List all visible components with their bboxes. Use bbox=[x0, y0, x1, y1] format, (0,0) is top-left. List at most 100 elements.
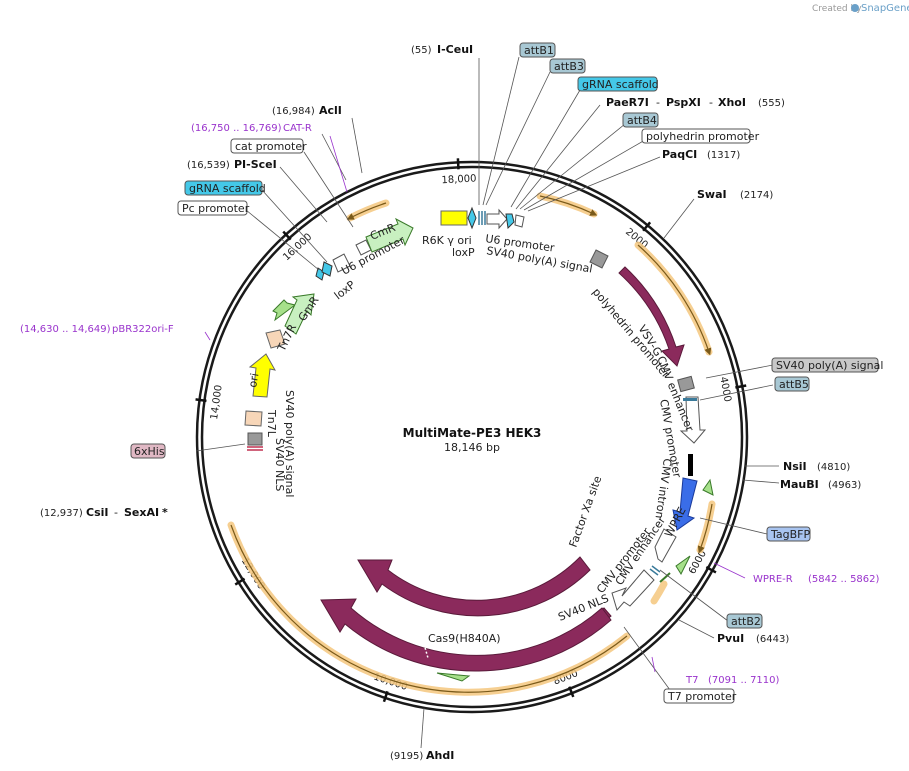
credit-brand: SnapGene bbox=[861, 3, 909, 14]
map-length: 18,146 bp bbox=[444, 441, 500, 454]
t7-promoter-label: T7 promoter bbox=[667, 690, 737, 703]
cat-promoter-badge bbox=[230, 138, 304, 154]
csii-num: (12,937) bbox=[40, 508, 83, 519]
cat-promoter-label: cat promoter bbox=[235, 140, 307, 153]
paer7i-num: (555) bbox=[758, 98, 785, 109]
acli-name: AclI bbox=[319, 104, 342, 117]
tn7r-feature bbox=[265, 329, 286, 349]
tick-mark-1 bbox=[642, 221, 652, 232]
tagbfp-label: TagBFP bbox=[770, 528, 810, 541]
nsii-name: NsiI bbox=[783, 460, 807, 473]
paqci-name: PaqCI bbox=[662, 148, 697, 161]
pc-promoter-badge bbox=[177, 200, 248, 216]
his-badge bbox=[130, 443, 166, 459]
tick-mark-3 bbox=[705, 565, 717, 574]
orf-line bbox=[659, 572, 671, 583]
attb3-badge bbox=[549, 58, 586, 74]
acli-num: (16,984) bbox=[272, 106, 315, 117]
u6-promoter-feature-top bbox=[486, 208, 508, 230]
backbone-outer bbox=[195, 160, 749, 714]
t7-name: T7 bbox=[685, 675, 698, 686]
pvui-num: (6443) bbox=[756, 634, 789, 645]
r6k-ori-feature bbox=[440, 210, 468, 226]
label-sv40-nls-left: SV40 NLS bbox=[273, 438, 286, 491]
label-sv40-left: SV40 poly(A) signal bbox=[283, 390, 296, 497]
paqci-num: (1317) bbox=[707, 150, 740, 161]
ori-feature bbox=[248, 353, 276, 398]
tn7l-feature bbox=[244, 410, 263, 427]
grna-scaffold-feature-left bbox=[321, 261, 333, 277]
grna-scaffold-label-top: gRNA scaffold bbox=[582, 78, 659, 91]
grna-scaffold-badge-top bbox=[577, 76, 658, 92]
swai-name: SwaI bbox=[697, 188, 727, 201]
tick-label-0: 18,000 bbox=[441, 173, 477, 186]
attb3-label: attB3 bbox=[554, 60, 584, 73]
attb1-badge bbox=[519, 42, 556, 58]
orf-arrows bbox=[272, 299, 714, 682]
tick-label-7: 14,000 bbox=[209, 384, 225, 420]
t7-range: (7091 .. 7110) bbox=[708, 675, 780, 686]
snapgene-logo-icon bbox=[851, 4, 859, 12]
polyhedrin-label: polyhedrin promoter bbox=[646, 130, 760, 143]
sexai-star: * bbox=[162, 506, 168, 519]
intron-mark bbox=[688, 454, 693, 476]
pspxi-name: PspXI bbox=[666, 96, 701, 109]
attb2-badge bbox=[726, 613, 763, 629]
cas9-feature bbox=[357, 556, 591, 617]
sv40-pa-feature-top bbox=[514, 214, 525, 228]
svg-text:-: - bbox=[656, 96, 660, 109]
iceu-name: I-CeuI bbox=[437, 43, 473, 56]
tagbfp-feature bbox=[672, 477, 698, 531]
credit-prefix: Created by bbox=[812, 4, 862, 14]
label-loxp-top: loxP bbox=[452, 246, 475, 259]
tick-label-2: 4000 bbox=[717, 376, 733, 403]
attb5-badge bbox=[774, 376, 810, 392]
catr-range: (16,750 .. 16,769) bbox=[191, 123, 282, 134]
cmr-feature bbox=[365, 217, 414, 253]
grna-scaffold-label-left: gRNA scaffold bbox=[189, 182, 266, 195]
nsii-num: (4810) bbox=[817, 462, 850, 473]
sv40-pa-badge-right bbox=[771, 357, 879, 373]
label-factor-xa: Factor Xa site bbox=[567, 474, 605, 549]
u6-promoter-feature-left bbox=[332, 253, 351, 273]
label-cas9-h840a: Cas9(H840A) bbox=[428, 632, 501, 645]
polyhedrin-badge bbox=[641, 128, 751, 144]
wprer-name: WPRE-R bbox=[753, 574, 793, 585]
label-ori: ori bbox=[246, 372, 261, 388]
sv40-pa-label-right: SV40 poly(A) signal bbox=[776, 359, 883, 372]
cmv-promoter-feature-right bbox=[679, 396, 707, 444]
tick-mark-5 bbox=[382, 690, 389, 703]
xhoi-name: XhoI bbox=[718, 96, 746, 109]
vsvg-feature bbox=[618, 266, 685, 367]
gmr-feature bbox=[284, 293, 315, 335]
attb-marks-top bbox=[478, 211, 486, 225]
wpre-feature bbox=[654, 528, 677, 563]
pc-promoter-label: Pc promoter bbox=[182, 202, 250, 215]
label-loxp-left: loxP bbox=[332, 278, 358, 302]
loxp-feature-top bbox=[467, 206, 477, 230]
pbr-name: pBR322ori-F bbox=[112, 324, 174, 335]
catr-name: CAT-R bbox=[283, 123, 312, 134]
tick-mark-6 bbox=[234, 577, 246, 586]
his-label: 6xHis bbox=[134, 445, 165, 458]
sv40-pa-feature-right bbox=[677, 375, 695, 393]
swai-num: (2174) bbox=[740, 190, 773, 201]
leader-lines bbox=[195, 56, 780, 749]
maubi-name: MauBI bbox=[780, 478, 819, 491]
label-cmv-enh-right: CMV enhancer bbox=[654, 354, 696, 433]
paer7i-name: PaeR7I bbox=[606, 96, 649, 109]
cas9-h840a-feature bbox=[320, 598, 612, 672]
attb2-marks bbox=[649, 565, 661, 576]
ahdi-name: AhdI bbox=[426, 749, 454, 762]
pbr-range: (14,630 .. 14,649) bbox=[20, 324, 111, 335]
sv40-pa-feature-left bbox=[247, 432, 263, 446]
tick-mark-4 bbox=[568, 686, 575, 698]
tagbfp-badge bbox=[766, 526, 811, 542]
csii-name: CsiI bbox=[86, 506, 108, 519]
polyhedrin-feature bbox=[589, 249, 609, 269]
svg-text:-: - bbox=[114, 506, 118, 519]
translated-highlight-lines bbox=[230, 195, 713, 693]
wprer-range: (5842 .. 5862) bbox=[808, 574, 880, 585]
pscei-name: PI-SceI bbox=[234, 158, 277, 171]
